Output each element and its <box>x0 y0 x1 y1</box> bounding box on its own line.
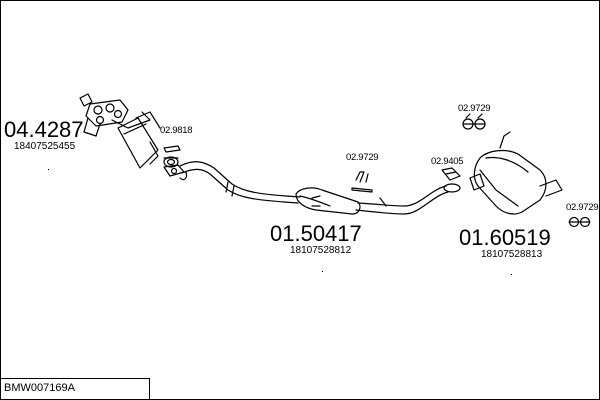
fitting-code-clamp-rear-top: 02.9729 <box>458 103 491 114</box>
part-code-rear: 01.60519 <box>459 225 551 250</box>
marker-dot <box>511 274 512 275</box>
intermediate-pipe <box>355 185 449 215</box>
middle-clamp <box>351 171 373 193</box>
fitting-code-clamp-rear-joint: 02.9405 <box>431 156 464 167</box>
model-code: BMW007169A <box>4 382 75 394</box>
part-ref-front: 18407525455 <box>14 141 76 152</box>
footer-box <box>0 378 150 399</box>
fitting-code-clamp-rear-right: 02.9729 <box>566 202 599 213</box>
front-gasket <box>163 156 179 168</box>
rear-top-clamp <box>462 113 486 130</box>
front-clamp <box>163 145 181 153</box>
part-ref-rear: 18107528813 <box>481 249 543 260</box>
rear-joint-clamp <box>441 167 461 193</box>
rear-silencer <box>469 131 563 215</box>
fitting-code-clamp-middle: 02.9729 <box>346 152 379 163</box>
front-pipe <box>179 161 301 204</box>
rear-right-clamp <box>568 216 591 228</box>
part-code-middle: 01.50417 <box>270 221 362 246</box>
marker-dot <box>48 169 49 170</box>
part-ref-middle: 18107528812 <box>290 245 352 256</box>
fitting-code-gasket-front: 02.9818 <box>160 125 193 136</box>
marker-dot <box>322 271 323 272</box>
front-manifold-catalyst <box>79 93 161 169</box>
part-code-front: 04.4287 <box>4 117 84 142</box>
middle-silencer <box>295 187 361 215</box>
